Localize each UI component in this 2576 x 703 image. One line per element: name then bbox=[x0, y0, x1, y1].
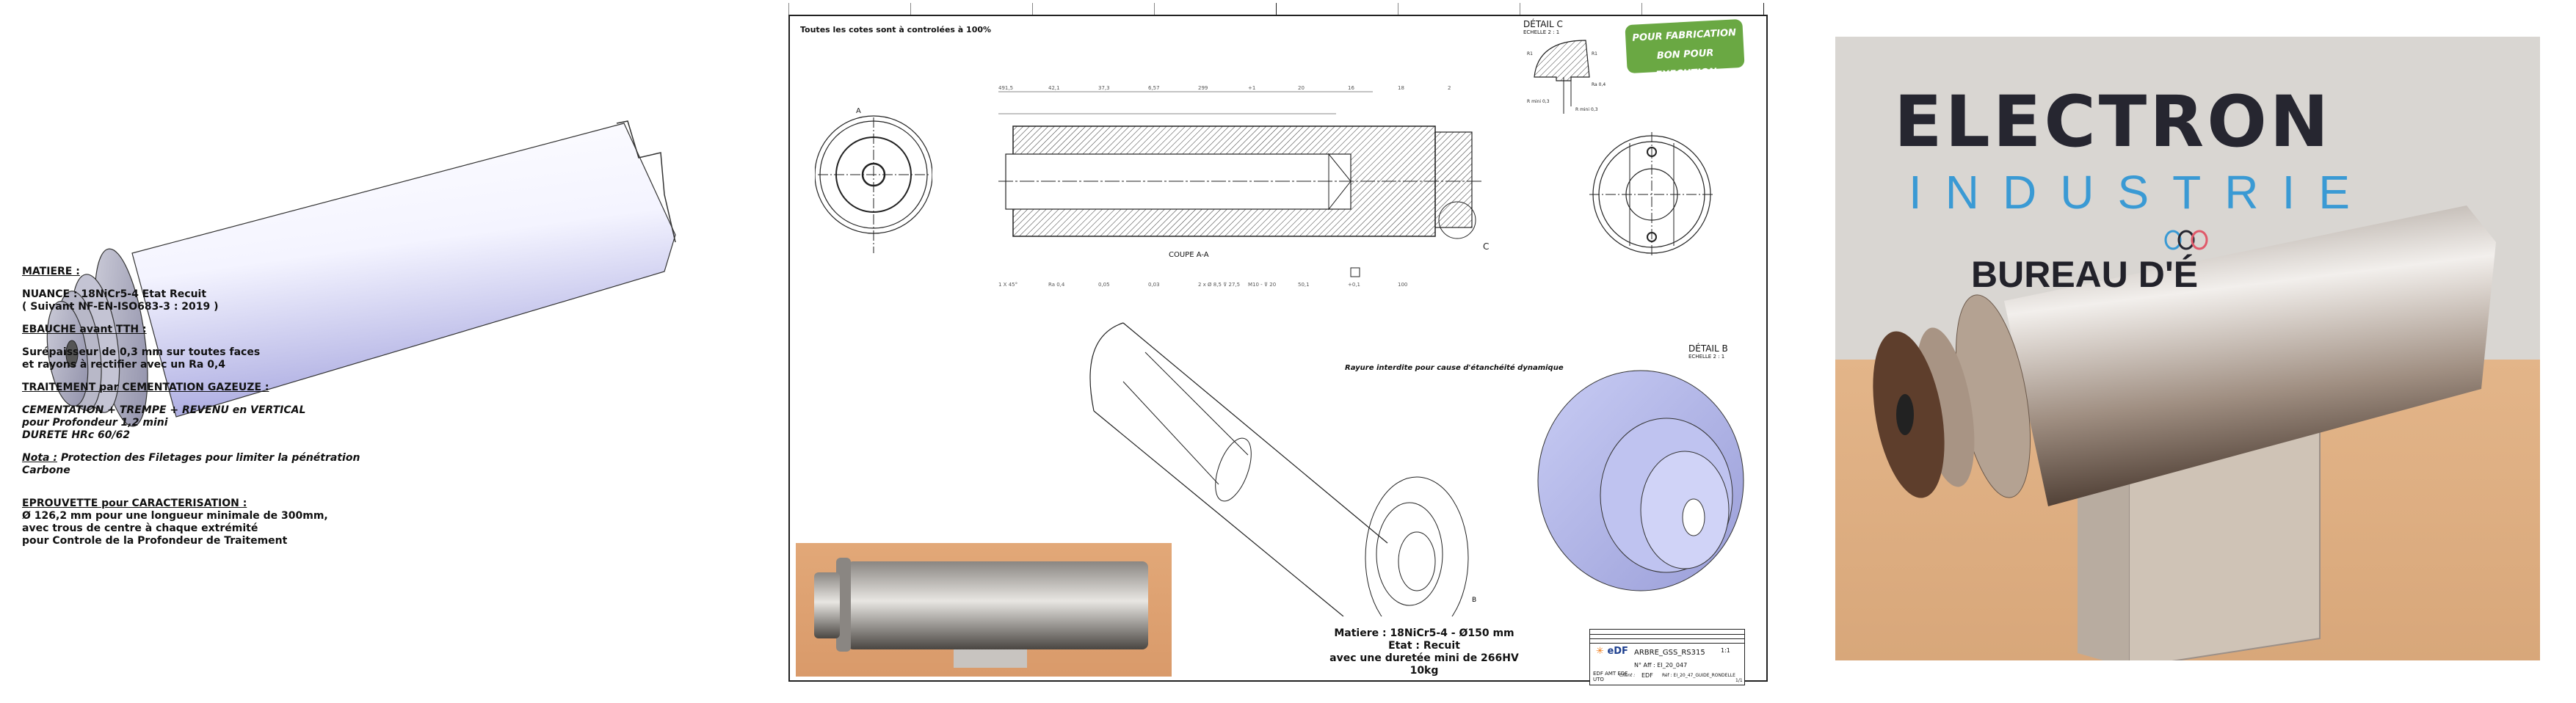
detail-c-note: Ra 0,4 bbox=[1592, 82, 1606, 87]
material-line-3: avec une duretée mini de 266HV 10kg bbox=[1329, 652, 1519, 677]
spec-eprouvette-2: avec trous de centre à chaque extrémité bbox=[22, 522, 258, 534]
spec-traitement-2: pour Profondeur 1,2 mini bbox=[22, 417, 168, 429]
detail-b-title: DÉTAIL B bbox=[1688, 343, 1728, 354]
detail-c-note: R1 bbox=[1592, 51, 1597, 57]
svg-text:C: C bbox=[1483, 241, 1489, 252]
folio: 1/1 bbox=[1735, 678, 1743, 683]
dimension-label: +1 bbox=[1248, 85, 1255, 91]
material-line-1: Matiere : 18NiCr5-4 - Ø150 mm bbox=[1334, 627, 1514, 639]
dimension-label: 1 X 45° bbox=[998, 282, 1017, 288]
dimension-label: 50,1 bbox=[1298, 282, 1310, 288]
material-callout: Matiere : 18NiCr5-4 - Ø150 mm Etat : Rec… bbox=[1314, 627, 1534, 677]
spec-ebauche-2: et rayons à rectifier avec un Ra 0,4 bbox=[22, 359, 226, 371]
dimension-label: 100 bbox=[1398, 282, 1407, 288]
approval-stamp: POUR FABRICATION BON POUR EXECUTION bbox=[1625, 18, 1745, 81]
client-name: EDF bbox=[1641, 672, 1653, 679]
dimension-label: 42,1 bbox=[1048, 85, 1060, 91]
tolerance-note: Toutes les cotes sont à controlées à 100… bbox=[800, 25, 992, 34]
detail-c-note: R mini 0,3 bbox=[1527, 99, 1550, 104]
company-name: EDF AMT EDF UTO bbox=[1593, 671, 1628, 682]
spec-traitement-1: CEMENTATION + TREMPE + REVENU en VERTICA… bbox=[22, 404, 306, 416]
detail-c-view: R1 R1 Ra 0,4 R mini 0,3 R mini 0,3 bbox=[1527, 40, 1606, 114]
shaft-3d-model bbox=[46, 120, 676, 427]
detail-b-scale: ECHELLE 2 : 1 bbox=[1688, 354, 1725, 360]
spec-traitement-heading: TRAITEMENT par CEMENTATION GAZEUZE : bbox=[22, 382, 269, 393]
affaire-number: N° Aff : EI_20_047 bbox=[1634, 662, 1688, 669]
brand-logo-industrie: INDUSTRIE bbox=[1909, 166, 2373, 219]
wall-sign-text: BUREAU D'É bbox=[1971, 254, 2199, 295]
part-name: ARBRE_GSS_RS315 bbox=[1634, 649, 1705, 657]
title-block: ✳ eDF ARBRE_GSS_RS315 1:1 N° Aff : EI_20… bbox=[1589, 629, 1745, 685]
dimension-label: 491,5 bbox=[998, 85, 1013, 91]
detail-c-label: DÉTAIL C ECHELLE 2 : 1 bbox=[1523, 19, 1563, 35]
shaft-photo bbox=[1873, 205, 2496, 660]
sheet-grid-ruler bbox=[788, 0, 1765, 15]
dimension-label: 16 bbox=[1348, 85, 1354, 91]
reference: Réf : EI_20_47_GUIDE_RONDELLE bbox=[1662, 673, 1735, 678]
section-label: COUPE A-A bbox=[1169, 251, 1209, 259]
detail-b-label: DÉTAIL B ECHELLE 2 : 1 bbox=[1688, 343, 1728, 360]
dimension-label: 0,03 bbox=[1148, 282, 1160, 288]
annotation-no-scratch: Rayure interdite pour cause d'étanchéité… bbox=[1345, 364, 1564, 372]
front-view-right bbox=[1589, 132, 1714, 257]
spec-ebauche-heading: EBAUCHE avant TTH : bbox=[22, 324, 147, 335]
detail-c-title: DÉTAIL C bbox=[1523, 19, 1563, 29]
brand-rings-icon bbox=[2164, 230, 2208, 250]
spec-nota: Protection des Filetages pour limiter la… bbox=[22, 452, 360, 476]
spec-norme: ( Suivant NF-EN-ISO683-3 : 2019 ) bbox=[22, 301, 219, 313]
dimension-label: 6,57 bbox=[1148, 85, 1160, 91]
stamp-line-2: BON POUR EXECUTION bbox=[1655, 47, 1718, 81]
dimension-label: Ra 0,4 bbox=[1048, 282, 1065, 288]
cad-3d-render bbox=[0, 0, 734, 700]
edf-logo-text: eDF bbox=[1607, 646, 1628, 657]
spec-eprouvette-3: pour Controle de la Profondeur de Traite… bbox=[22, 535, 288, 547]
drawing-photo bbox=[796, 543, 1172, 677]
detail-b-marker: B bbox=[1472, 597, 1476, 604]
client-label: Client : bbox=[1619, 673, 1636, 678]
detail-c-scale: ECHELLE 2 : 1 bbox=[1523, 29, 1560, 35]
section-marker: A bbox=[856, 107, 861, 115]
detail-c-note: R1 bbox=[1527, 51, 1533, 57]
dimension-label: 0,05 bbox=[1098, 282, 1110, 288]
drawing-frame bbox=[788, 15, 1768, 682]
dimension-label: 18 bbox=[1398, 85, 1404, 91]
section-view-aa: C 491,5 42,1 37,3 6,57 299 +1 20 16 18 2 1 X 45° Ra… bbox=[998, 85, 1489, 288]
spec-eprouvette-1: Ø 126,2 mm pour une longueur minimale de… bbox=[22, 510, 328, 522]
dimension-label: 2 x Ø 8,5 ⊽ 27,5 bbox=[1198, 282, 1240, 288]
dimension-label: 20 bbox=[1298, 85, 1305, 91]
front-view-left: A bbox=[815, 107, 932, 253]
material-spec-notes: MATIERE : NUANCE : 18NiCr5-4 Etat Recuit… bbox=[22, 266, 404, 547]
isometric-wireframe-view: B bbox=[1089, 322, 1476, 616]
technical-drawing-sheet: Toutes les cotes sont à controlées à 100… bbox=[778, 0, 1791, 700]
spec-eprouvette-heading: EPROUVETTE pour CARACTERISATION : bbox=[22, 498, 247, 509]
shaft-photo-small bbox=[814, 558, 1148, 668]
detail-b-render bbox=[1537, 370, 1744, 591]
spec-matiere-heading: MATIERE : bbox=[22, 266, 80, 277]
product-photo: ELECTRON INDUSTRIE BUREAU D'É bbox=[1835, 37, 2540, 660]
dimension-label: 2 bbox=[1448, 85, 1451, 91]
dimension-label: 37,3 bbox=[1098, 85, 1110, 91]
material-line-2: Etat : Recuit bbox=[1388, 640, 1460, 652]
dimension-label: M10 - ⊽ 20 bbox=[1248, 282, 1276, 288]
detail-c-note: R mini 0,3 bbox=[1575, 107, 1598, 112]
spec-nuance: NUANCE : 18NiCr5-4 Etat Recuit bbox=[22, 288, 207, 300]
edf-logo: ✳ eDF bbox=[1596, 646, 1628, 657]
spec-traitement-3: DURETE HRc 60/62 bbox=[22, 429, 131, 441]
spec-ebauche-1: Surépaisseur de 0,3 mm sur toutes faces bbox=[22, 346, 261, 358]
brand-logo-electron: ELECTRON bbox=[1894, 81, 2332, 163]
scale-value: 1:1 bbox=[1721, 647, 1730, 654]
dimension-label: 299 bbox=[1198, 85, 1208, 91]
spec-nota-label: Nota : bbox=[22, 452, 57, 464]
dimension-label: +0,1 bbox=[1348, 282, 1360, 288]
